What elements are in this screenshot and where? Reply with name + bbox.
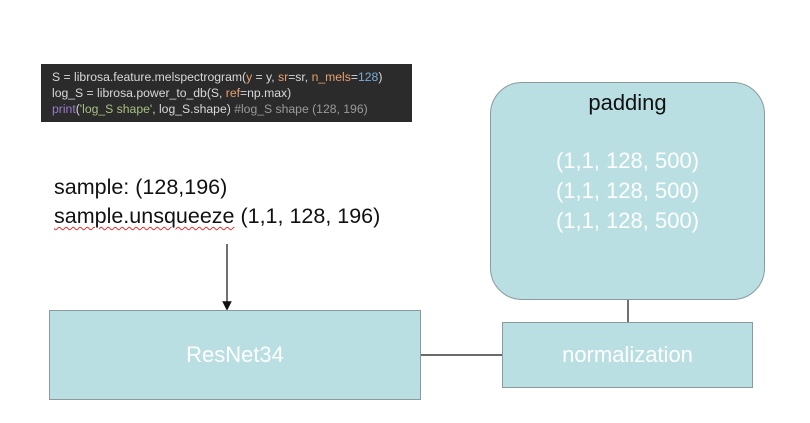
padding-shape-1: (1,1, 128, 500) — [555, 148, 700, 173]
code-text: log_S = librosa.power_to_db(S, — [52, 86, 226, 100]
code-keyword-y: y — [246, 70, 253, 84]
resnet34-label: ResNet34 — [186, 342, 284, 367]
padding-title: padding — [588, 90, 667, 115]
code-text: =sr, — [288, 70, 312, 84]
code-text: ( — [75, 102, 80, 116]
padding-shapes: (1,1, 128, 500) (1,1, 128, 500) (1,1, 12… — [556, 146, 699, 236]
code-keyword-ref: ref — [225, 86, 241, 100]
code-keyword-n-mels: n_mels — [311, 70, 351, 84]
code-number: 128 — [357, 70, 379, 84]
sample-unsqueeze-line: sample.unsqueeze (1,1, 128, 196) — [54, 202, 380, 231]
sample-shape-line: sample: (128,196) — [54, 175, 228, 199]
normalization-label: normalization — [562, 342, 693, 367]
code-text: =np.max) — [240, 86, 292, 100]
code-text: ) — [378, 70, 383, 84]
padding-shape-2: (1,1, 128, 500) — [555, 178, 700, 203]
code-string: 'log_S shape' — [79, 102, 153, 116]
code-line-2: log_S = librosa.power_to_db(S, ref=np.ma… — [52, 85, 412, 101]
code-comment: #log_S shape (128, 196) — [234, 102, 368, 116]
code-text: = y, — [252, 70, 279, 84]
normalization-node: normalization — [502, 322, 753, 388]
unsqueeze-shape: (1,1, 128, 196) — [234, 204, 381, 228]
code-line-3: print('log_S shape', log_S.shape) #log_S… — [52, 101, 412, 117]
code-text: S = librosa.feature.melspectrogram( — [52, 70, 247, 84]
code-builtin-print: print — [52, 102, 76, 116]
resnet34-node: ResNet34 — [49, 310, 421, 400]
code-snippet: S = librosa.feature.melspectrogram(y = y… — [41, 64, 412, 122]
code-text: , log_S.shape) — [152, 102, 235, 116]
code-keyword-sr: sr — [278, 70, 289, 84]
sample-description: sample: (128,196) sample.unsqueeze (1,1,… — [54, 173, 380, 231]
padding-node: padding (1,1, 128, 500) (1,1, 128, 500) … — [490, 82, 765, 300]
unsqueeze-method: sample.unsqueeze — [54, 204, 235, 228]
code-line-1: S = librosa.feature.melspectrogram(y = y… — [52, 69, 412, 85]
padding-shape-3: (1,1, 128, 500) — [555, 208, 700, 233]
code-text: = — [350, 70, 358, 84]
